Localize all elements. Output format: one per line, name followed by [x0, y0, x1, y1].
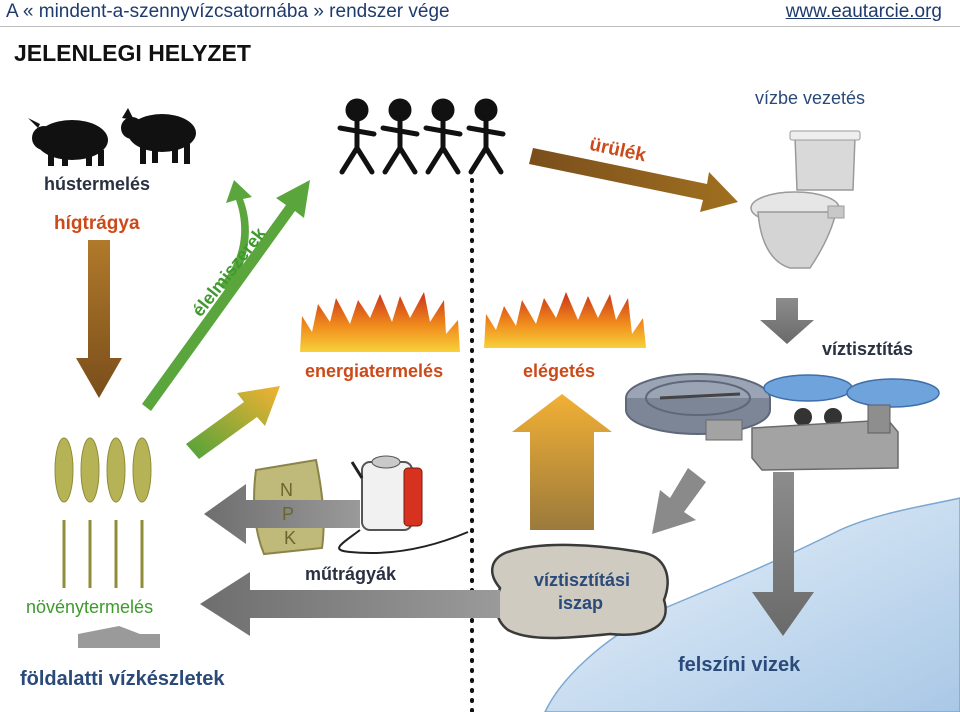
label-sludge-line1: víztisztítási — [534, 570, 631, 590]
fertilizer-flow-arrow — [204, 484, 360, 544]
water-treatment-plant-icon — [625, 373, 940, 471]
wheat-icon — [62, 520, 144, 588]
pig-icon — [121, 108, 196, 164]
label-sludge-line2: iszap — [558, 593, 604, 613]
label-slurry: hígtrágya — [54, 213, 140, 234]
sack-letter-p: P — [282, 504, 295, 524]
sludge-flow-arrow — [652, 468, 706, 534]
label-groundwater: földalatti vízkészletek — [20, 668, 225, 690]
excrement-arrow — [529, 148, 738, 212]
sludge-blob — [491, 543, 669, 640]
people-icon — [337, 98, 506, 175]
food-arrow — [142, 180, 310, 411]
section-title: JELENLEGI HELYZET — [14, 40, 251, 66]
label-surface-water: felszíni vizek — [678, 654, 801, 676]
wheat-ears — [54, 437, 152, 503]
sack-letter-n: N — [280, 480, 293, 500]
fire-icon — [484, 292, 646, 348]
header-bar — [0, 0, 960, 27]
sewage-down-arrow — [760, 298, 814, 344]
river-shape — [544, 497, 960, 712]
fire-icon — [300, 292, 460, 352]
label-meat-production: hústermelés — [44, 174, 151, 194]
slurry-arrow — [76, 240, 122, 398]
food-curve-arrow — [220, 180, 252, 292]
sludge-to-crops-arrow — [200, 572, 500, 636]
label-energy-production: energiatermelés — [305, 361, 444, 381]
label-discharge: vízbe vezetés — [755, 88, 866, 108]
pig-icon — [28, 118, 108, 166]
label-fertilizers: műtrágyák — [305, 564, 397, 584]
label-water-treatment: víztisztítás — [822, 339, 914, 359]
label-incineration: elégetés — [523, 361, 596, 381]
sprayer-icon — [338, 455, 469, 555]
toilet-icon — [750, 130, 861, 269]
incineration-arrow — [512, 394, 612, 530]
sack-letter-k: K — [284, 528, 297, 548]
effluent-down-arrow — [752, 472, 814, 636]
source-link[interactable]: www.eautarcie.org — [785, 1, 942, 22]
page-header-title: A « mindent-a-szennyvízcsatornába » rend… — [6, 1, 450, 22]
label-crop-production: növénytermelés — [26, 597, 154, 617]
energy-input-arrow — [186, 386, 280, 459]
groundwater-arrow — [78, 626, 160, 648]
